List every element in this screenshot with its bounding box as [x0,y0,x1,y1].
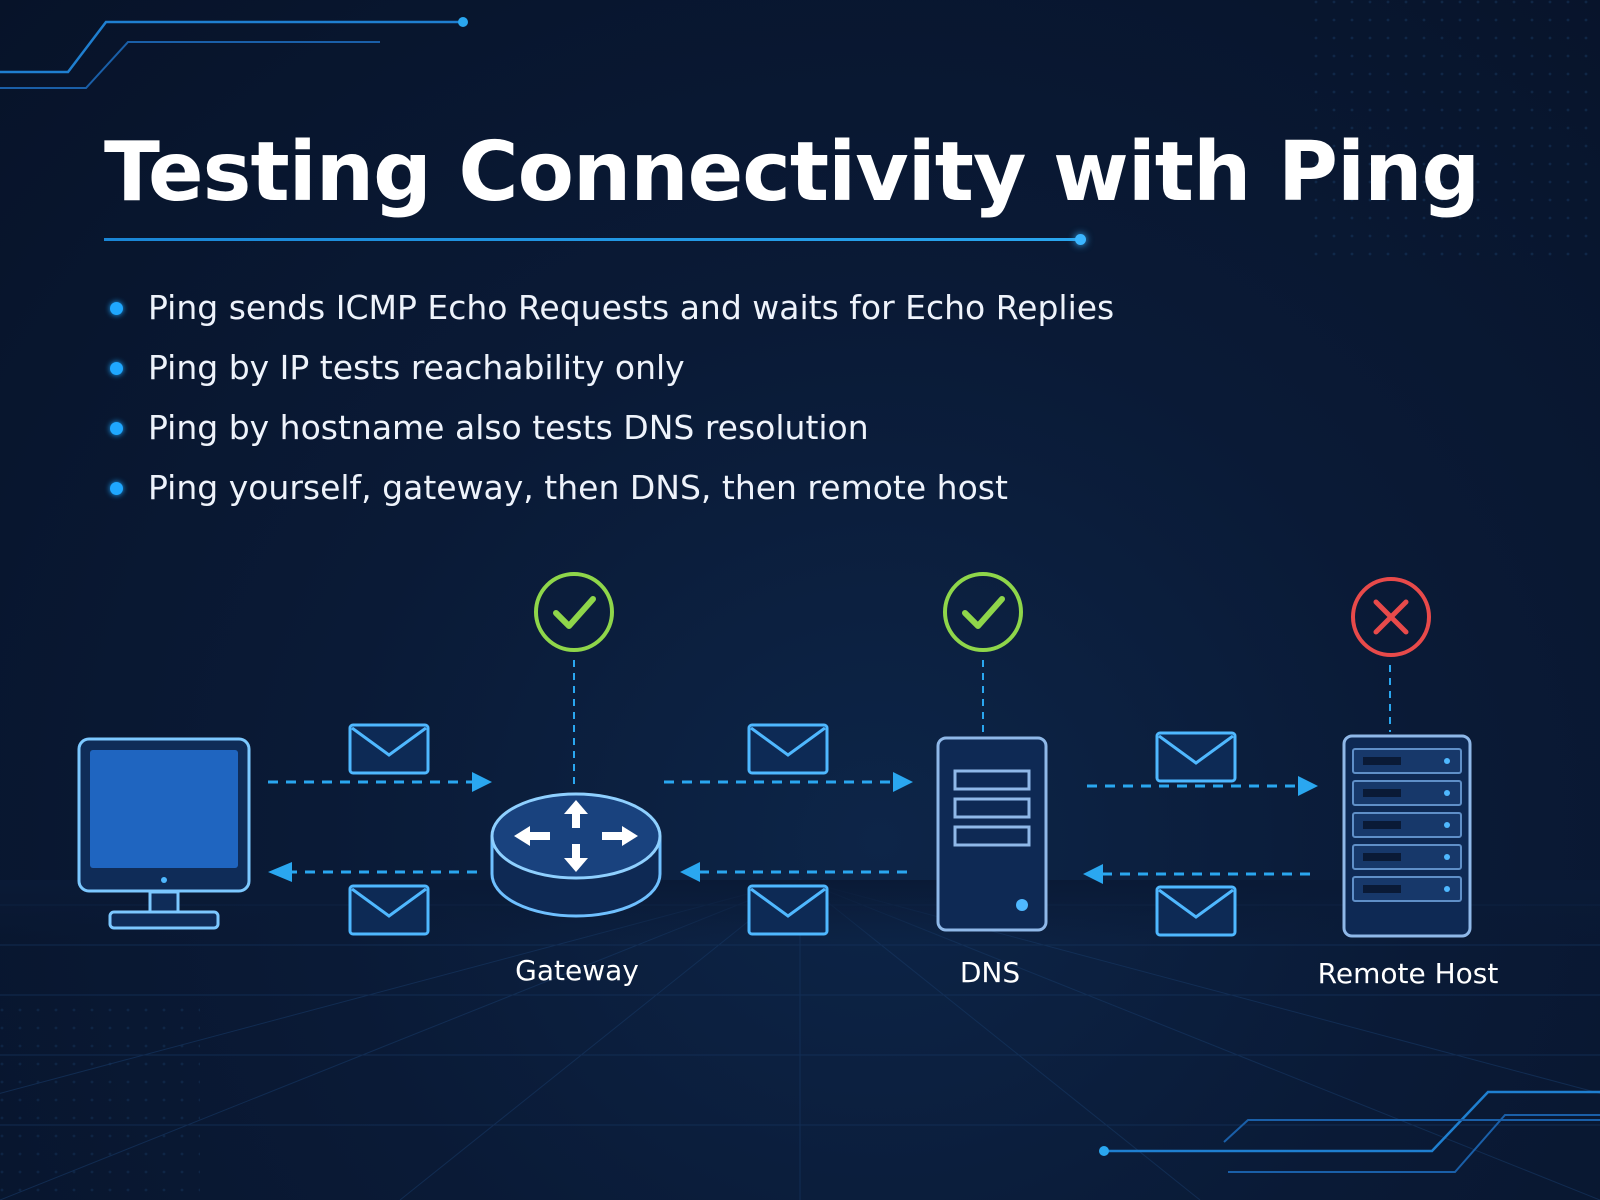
bullet-text: Ping by hostname also tests DNS resoluti… [148,408,869,447]
bullet-list: Ping sends ICMP Echo Requests and waits … [106,283,1114,523]
arrow-head-right [472,772,492,792]
bullet-dot [110,422,123,435]
server-rack-icon [1342,734,1472,938]
arrow-head-right [893,772,913,792]
envelope-icon [747,884,829,936]
title-underline-dot [1075,234,1086,245]
page-title: Testing Connectivity with Ping [104,125,1480,220]
bullet-item: Ping by hostname also tests DNS resoluti… [106,403,1114,463]
arrow-head-left [1083,864,1103,884]
server-icon [936,736,1048,932]
gateway-check-icon [534,572,614,652]
arrow-head-left [680,862,700,882]
envelope-icon [1155,885,1237,937]
envelope-icon [348,884,430,936]
arrow-head-right [1298,776,1318,796]
bullet-dot [110,482,123,495]
dns-label: DNS [959,956,1021,989]
monitor-icon [77,737,251,930]
bullet-text: Ping sends ICMP Echo Requests and waits … [148,288,1115,327]
bullet-dot [110,362,123,375]
router-icon [490,792,662,918]
bullet-item: Ping by IP tests reachability only [106,343,1114,403]
bullet-text: Ping by IP tests reachability only [148,348,685,387]
bullet-item: Ping yourself, gateway, then DNS, then r… [106,463,1114,523]
remote-host-label: Remote Host [1317,957,1499,990]
envelope-icon [747,723,829,775]
dns-check-icon [943,572,1023,652]
gateway-label: Gateway [515,954,639,987]
arrow-head-left [268,862,292,882]
title-underline [104,238,1080,241]
bullet-item: Ping sends ICMP Echo Requests and waits … [106,283,1114,343]
bullet-dot [110,302,123,315]
envelope-icon [348,723,430,775]
remote-host-fail-icon [1351,577,1431,657]
bullet-text: Ping yourself, gateway, then DNS, then r… [148,468,1008,507]
envelope-icon [1155,731,1237,783]
